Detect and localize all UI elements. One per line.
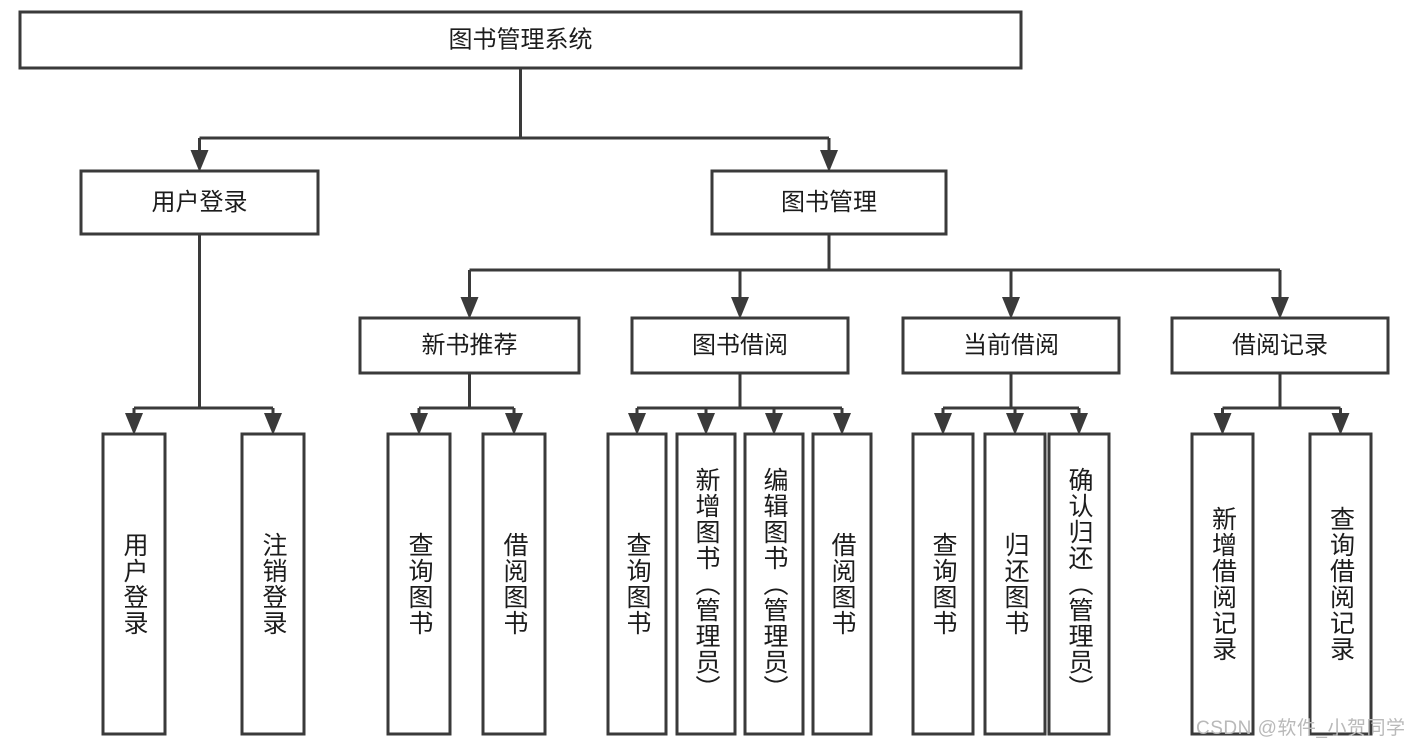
node-box-leaf-user-login[interactable] <box>101 432 167 736</box>
node-box-leaf-query-book-3[interactable] <box>911 432 975 736</box>
arrow-head-leaf-query-book-2 <box>628 413 646 435</box>
arrow-head-current-borrow <box>1002 297 1020 319</box>
node-box-borrow-record[interactable] <box>1170 316 1390 375</box>
node-box-leaf-query-book-2[interactable] <box>606 432 668 736</box>
node-box-current-borrow[interactable] <box>901 316 1121 375</box>
arrow-head-new-book-rec <box>460 297 479 319</box>
node-box-root[interactable] <box>18 10 1023 70</box>
node-box-book-borrow[interactable] <box>630 316 850 375</box>
connector-layer <box>125 68 1350 435</box>
box-layer <box>18 10 1390 736</box>
node-box-leaf-edit-book[interactable] <box>743 432 805 736</box>
node-label-new-book-rec: 新书推荐 <box>422 332 518 359</box>
arrow-head-leaf-borrow-book-1 <box>505 413 523 435</box>
csdn-watermark: CSDN @软件_小贺同学 <box>1196 718 1405 739</box>
arrow-head-leaf-add-record <box>1213 413 1232 435</box>
node-box-leaf-confirm-return[interactable] <box>1047 432 1111 736</box>
arrow-head-leaf-borrow-book-2 <box>833 413 851 435</box>
arrow-head-leaf-edit-book <box>765 413 783 435</box>
node-box-leaf-query-record[interactable] <box>1308 432 1373 736</box>
node-box-leaf-user-logout[interactable] <box>240 432 306 736</box>
node-box-book-manage[interactable] <box>710 169 948 236</box>
node-label-book-manage: 图书管理 <box>781 189 877 216</box>
node-label-borrow-record: 借阅记录 <box>1232 332 1328 359</box>
node-label-user-login: 用户登录 <box>152 189 248 216</box>
node-label-current-borrow: 当前借阅 <box>963 332 1059 359</box>
node-box-new-book-rec[interactable] <box>358 316 581 375</box>
arrow-head-book-borrow <box>731 297 749 319</box>
node-label-root: 图书管理系统 <box>449 26 593 53</box>
arrow-head-leaf-query-record <box>1331 413 1350 435</box>
arrow-head-leaf-user-logout <box>264 413 282 435</box>
node-box-user-login[interactable] <box>79 169 320 236</box>
arrow-head-borrow-record <box>1271 297 1289 319</box>
arrow-head-leaf-query-book-1 <box>410 413 428 435</box>
arrow-head-book-manage <box>820 150 838 172</box>
arrow-head-leaf-return-book <box>1006 413 1024 435</box>
node-box-leaf-borrow-book-2[interactable] <box>811 432 873 736</box>
node-box-leaf-add-record[interactable] <box>1190 432 1255 736</box>
arrow-head-user-login <box>190 150 209 172</box>
arrow-head-leaf-user-login <box>125 413 143 435</box>
node-box-leaf-borrow-book-1[interactable] <box>481 432 547 736</box>
arrow-head-leaf-confirm-return <box>1070 413 1088 435</box>
node-box-leaf-query-book-1[interactable] <box>386 432 452 736</box>
node-box-leaf-add-book[interactable] <box>675 432 737 736</box>
arrow-head-leaf-add-book <box>697 413 715 435</box>
node-label-book-borrow: 图书借阅 <box>692 332 788 359</box>
node-box-leaf-return-book[interactable] <box>983 432 1047 736</box>
arrow-head-leaf-query-book-3 <box>934 413 952 435</box>
